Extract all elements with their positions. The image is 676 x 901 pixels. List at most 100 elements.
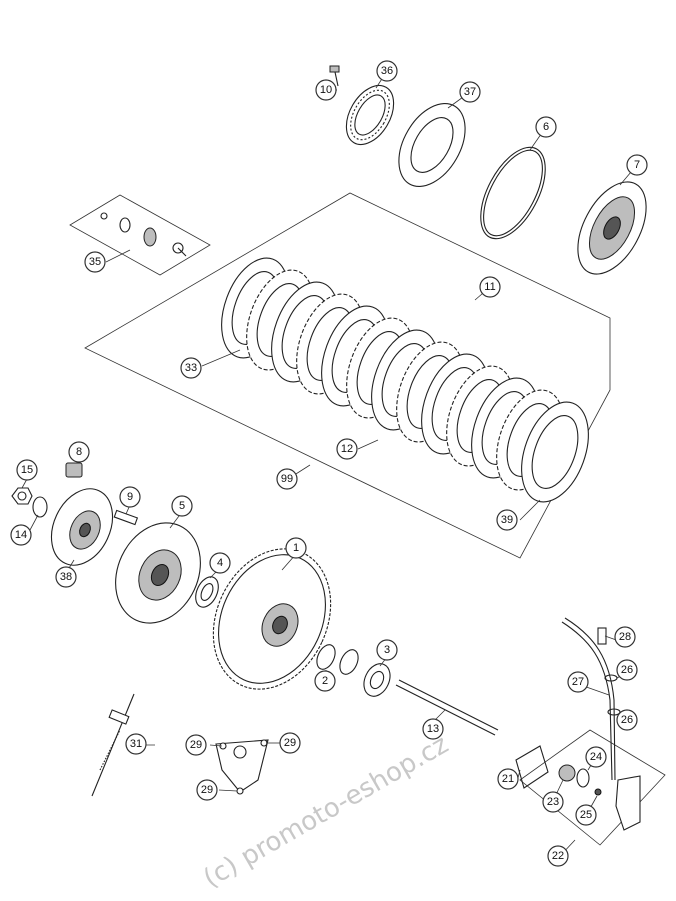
callout-3: 3 [376,639,398,661]
svg-text:12: 12 [341,443,353,455]
svg-text:11: 11 [484,281,495,293]
callout-layer: 1036376735113312993981514953841322826271… [10,60,648,867]
callout-26: 26 [616,659,638,681]
callout-29-extra-2: 29 [185,734,207,756]
svg-text:35: 35 [89,256,101,268]
push-rod-13 [395,679,499,736]
callout-10: 10 [315,79,337,101]
callout-8: 8 [68,441,90,463]
callout-11: 11 [479,276,501,298]
svg-text:14: 14 [15,529,27,541]
callout-2: 2 [314,670,336,692]
svg-text:39: 39 [501,514,513,526]
svg-text:13: 13 [427,723,439,735]
clutch-plate-inner [531,415,579,489]
svg-text:37: 37 [464,86,476,98]
needle-bearing-36 [345,84,395,146]
callout-39: 39 [496,509,518,531]
svg-text:1: 1 [293,542,299,554]
callout-23: 23 [542,791,564,813]
callout-37: 37 [459,81,481,103]
callout-6: 6 [535,116,557,138]
svg-text:5: 5 [179,500,185,512]
clutch-plate-kit-frame [84,192,611,559]
svg-text:2: 2 [322,675,328,687]
needle-bearings-2 [316,644,359,675]
callout-15: 15 [16,459,38,481]
callout-38: 38 [55,566,77,588]
bushing-3 [363,663,391,697]
svg-text:21: 21 [502,773,514,785]
hub-38 [50,488,114,566]
gasket-21 [515,745,549,789]
nut-15 [11,487,33,505]
svg-text:15: 15 [21,464,33,476]
callout-27: 27 [567,671,589,693]
callout-9: 9 [119,486,141,508]
svg-text:3: 3 [384,644,390,656]
svg-text:33: 33 [185,362,197,374]
callout-7: 7 [626,154,648,176]
svg-text:7: 7 [634,159,640,171]
callout-14: 14 [10,524,32,546]
callout-24: 24 [585,746,607,768]
callout-26-extra-1: 26 [616,709,638,731]
thrust-washer-4 [195,576,219,608]
svg-text:10: 10 [320,84,332,96]
bolt-10 [329,65,340,87]
callout-22: 22 [547,845,569,867]
small-parts-35 [100,212,187,257]
svg-text:36: 36 [381,65,393,77]
callout-35: 35 [84,251,106,273]
svg-text:25: 25 [580,809,592,821]
svg-text:38: 38 [60,571,72,583]
slave-cylinder-cover [215,739,269,795]
svg-text:31: 31 [130,738,142,750]
svg-text:27: 27 [572,676,584,688]
clutch-basket-1 [212,548,332,690]
damper-rubber-8 [65,462,83,478]
svg-text:29: 29 [284,737,296,749]
callout-28: 28 [614,626,636,648]
callout-31: 31 [125,733,147,755]
svg-text:29: 29 [190,739,202,751]
o-ring-6 [480,146,546,240]
svg-text:26: 26 [621,714,633,726]
callout-29-extra-3: 29 [279,732,301,754]
svg-text:24: 24 [590,751,602,763]
clutch-plate-stack [221,257,589,503]
svg-text:6: 6 [543,121,549,133]
thrust-washer-37 [398,103,466,187]
callout-21: 21 [497,768,519,790]
svg-text:26: 26 [621,664,633,676]
hose-assembly-28 [561,617,621,781]
svg-text:28: 28 [619,631,631,643]
svg-text:29: 29 [201,784,213,796]
release-cylinder-parts [558,764,641,831]
callout-33: 33 [180,357,202,379]
bleeding-syringe-31 [91,693,135,797]
clutch-plate [521,401,589,503]
callout-1: 1 [285,537,307,559]
svg-text:4: 4 [217,557,223,569]
svg-text:99: 99 [281,473,293,485]
callout-29-extra-4: 29 [196,779,218,801]
pin-9 [113,509,139,526]
lock-washer-14 [32,496,48,518]
callout-12: 12 [336,438,358,460]
callout-36: 36 [376,60,398,82]
svg-text:8: 8 [76,446,82,458]
inner-hub-5 [115,522,201,624]
callout-99: 99 [276,468,298,490]
callout-25: 25 [575,804,597,826]
release-cylinder-kit-frame [519,729,666,846]
callout-13: 13 [422,718,444,740]
pressure-plate-7 [577,181,647,275]
svg-text:9: 9 [127,491,133,503]
svg-text:22: 22 [552,850,564,862]
small-parts-kit-frame [69,194,211,276]
callout-4: 4 [209,552,231,574]
svg-text:23: 23 [547,796,559,808]
